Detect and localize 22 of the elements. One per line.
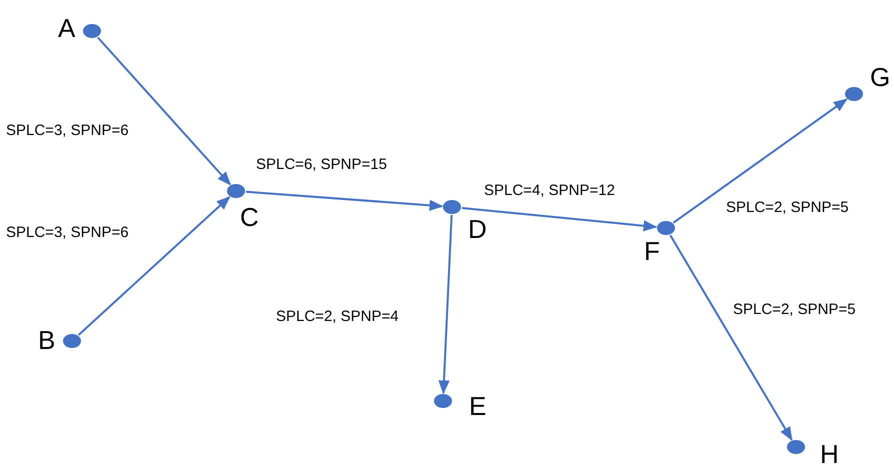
- node-label: D: [468, 216, 487, 242]
- arrow: [672, 98, 848, 224]
- edge-label: SPLC=3, SPNP=6: [6, 224, 129, 242]
- node-label: A: [58, 15, 76, 41]
- edge-label: SPLC=3, SPNP=6: [6, 122, 129, 140]
- arrow: [462, 206, 658, 232]
- edge-label: SPLC=2, SPNP=5: [726, 199, 849, 217]
- edge-label: SPLC=2, SPNP=5: [733, 301, 856, 319]
- node-label: E: [469, 393, 486, 419]
- arrow: [97, 36, 232, 186]
- node-label: F: [644, 238, 660, 264]
- node-label: B: [38, 327, 56, 353]
- edge-label: SPLC=2, SPNP=4: [276, 308, 399, 326]
- edge-label: SPLC=4, SPNP=12: [484, 182, 615, 200]
- node-label: C: [240, 204, 259, 230]
- arrow: [78, 196, 230, 336]
- node-label: H: [820, 441, 839, 466]
- edge-label: SPLC=6, SPNP=15: [256, 156, 387, 174]
- arrow: [669, 234, 793, 441]
- node-label: G: [870, 64, 890, 90]
- arrow: [438, 214, 453, 394]
- arrow: [246, 190, 444, 211]
